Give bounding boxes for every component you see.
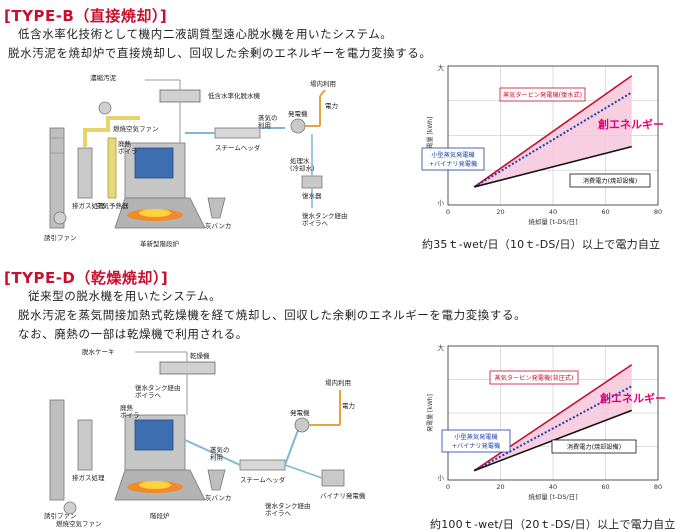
type-d-diagram: 脱水ケーキ 乾燥機 復水タンク経由ボイラへ 場内利用 電力 発電機 排ガス処理 … <box>44 347 366 528</box>
section-d-desc-3: なお、廃熱の一部は乾燥機で利用される。 <box>18 327 248 341</box>
label-induced-fan: 誘引ファン <box>44 511 77 520</box>
label-waste-heat-boiler: 廃熱ボイラ <box>120 403 140 419</box>
series-label-text-2-0: 消費電力(焼却設備) <box>583 177 637 185</box>
series-line-1 <box>473 385 633 472</box>
series-label-text-1-0: 小型蒸気発電機 <box>454 433 497 441</box>
label-incinerator: 階段炉 <box>150 511 170 520</box>
label-ash-bunker: 灰バンカ <box>205 221 231 230</box>
label-generator: 発電機 <box>290 408 310 417</box>
label-treated-water: 処理水(冷却水) <box>290 156 315 172</box>
series-label-2: 消費電力(焼却設備) <box>569 173 651 188</box>
x-tick-2: 40 <box>549 208 557 216</box>
series-label-0: 蒸気タービン発電機(背圧式) <box>489 370 579 385</box>
label-incinerator: 革新型階段炉 <box>140 239 180 248</box>
x-tick-0: 0 <box>446 483 450 491</box>
section-b-desc-1: 低含水率化技術として機内二液調質型遠心脱水機を用いたシステム。 <box>18 27 393 41</box>
label-power: 電力 <box>325 101 338 110</box>
annotation-energy: 創エネルギー <box>597 117 664 131</box>
section-d-caption: 約100ｔ-wet/日（20ｔ-DS/日）以上で電力自立 <box>430 518 676 531</box>
series-label-text-1-1: +バイナリ発電機 <box>452 442 500 450</box>
x-axis-label: 焼却量 [t-DS/日] <box>528 492 577 501</box>
x-tick-3: 60 <box>601 208 609 216</box>
y-axis-label: 発電量 [kWh] <box>426 394 434 432</box>
label-steam-use: 蒸気の利用 <box>210 445 230 461</box>
series-label-box-2 <box>569 173 651 188</box>
y-tick-top: 大 <box>438 343 445 352</box>
series-label-box-0 <box>499 87 586 102</box>
label-waste-heat-boiler: 廃熱ボイラ <box>118 139 138 155</box>
series-label-text-1-1: +バイナリ発電機 <box>429 160 477 168</box>
section-b-title: [TYPE-B（直接焼却）] <box>4 7 168 25</box>
x-tick-1: 20 <box>496 483 504 491</box>
series-line-0 <box>473 75 633 188</box>
series-label-text-2-0: 消費電力(焼却設備) <box>567 443 621 451</box>
y-tick-top: 大 <box>438 63 445 72</box>
label-drain-return: 復水タンク経由ボイラへ <box>135 383 181 399</box>
label-air-preheater: 空気予熱器 <box>96 201 129 210</box>
series-line-2 <box>474 145 632 188</box>
section-d-title: [TYPE-D（乾燥焼却）] <box>4 269 169 287</box>
x-tick-1: 20 <box>496 208 504 216</box>
plot-frame <box>447 345 659 481</box>
series-label-box-1 <box>421 147 485 171</box>
label-cake: 脱水ケーキ <box>82 347 115 356</box>
section-d-desc-1: 従来型の脱水機を用いたシステム。 <box>28 289 222 303</box>
label-steam-header: スチームヘッダ <box>215 143 261 152</box>
x-tick-3: 60 <box>601 483 609 491</box>
series-label-box-1 <box>441 429 511 453</box>
series-line-1 <box>473 91 633 188</box>
type-b-chart: 0 20 40 60 80 大小 発電量 [kWh] 焼却量 [t-DS/日] 蒸気タービン発電… <box>421 63 664 226</box>
section-b-desc-2: 脱水汚泥を焼却炉で直接焼却し、回収した余剰のエネルギーを電力変換する。 <box>8 46 432 60</box>
series-label-0: 蒸気タービン発電機(復水式) <box>499 87 586 102</box>
type-d-chart: 0 20 40 60 80 大小 発電量 [kWh] 焼却量 [t-DS/日] 蒸気タービン発電… <box>426 343 666 501</box>
series-label-box-2 <box>551 439 637 454</box>
label-drain-return: 復水タンク経由ボイラへ <box>302 211 348 227</box>
y-tick-bottom: 小 <box>438 473 445 482</box>
label-ash-bunker: 灰バンカ <box>205 493 231 502</box>
label-generator: 発電機 <box>288 109 308 118</box>
series-label-1: 小型蒸気発電機+バイナリ発電機 <box>421 147 485 171</box>
label-flue-gas: 排ガス処理 <box>72 201 105 210</box>
label-condenser: 復水器 <box>302 191 322 200</box>
label-drain-return2: 復水タンク経由ボイラへ <box>265 501 311 517</box>
label-flue-gas: 排ガス処理 <box>72 473 105 482</box>
series-line-0 <box>473 364 633 472</box>
y-axis-label: 発電量 [kWh] <box>426 117 434 155</box>
annotation-energy: 創エネルギー <box>599 391 666 405</box>
label-fan: 燃焼空気ファン <box>56 519 102 528</box>
x-tick-0: 0 <box>446 208 450 216</box>
label-power: 電力 <box>342 401 355 410</box>
series-label-2: 消費電力(焼却設備) <box>551 439 637 454</box>
label-plant-use: 場内利用 <box>325 378 351 387</box>
label-fan: 燃焼空気ファン <box>113 124 159 133</box>
x-tick-4: 80 <box>654 483 662 491</box>
label-steam-header: スチームヘッダ <box>240 475 286 484</box>
label-dewaterer: 低含水率化脱水機 <box>208 91 261 100</box>
x-tick-4: 80 <box>654 208 662 216</box>
series-label-box-0 <box>489 370 579 385</box>
label-dryer: 乾燥機 <box>190 351 210 360</box>
type-b-diagram: 濃縮汚泥 低含水率化脱水機 場内利用 電力 燃焼空気ファン 廃熱ボイラ スチーム… <box>44 73 348 248</box>
section-b-caption: 約35ｔ-wet/日（10ｔ-DS/日）以上で電力自立 <box>422 238 661 251</box>
x-axis-label: 焼却量 [t-DS/日] <box>528 217 577 226</box>
label-sludge: 濃縮汚泥 <box>90 73 117 82</box>
x-tick-2: 40 <box>549 483 557 491</box>
series-label-text-1-0: 小型蒸気発電機 <box>431 151 474 159</box>
series-label-text-0-0: 蒸気タービン発電機(復水式) <box>503 91 582 99</box>
section-d-desc-2: 脱水汚泥を蒸気間接加熱式乾燥機を経て焼却し、回収した余剰のエネルギーを電力変換す… <box>18 308 527 322</box>
series-label-text-0-0: 蒸気タービン発電機(背圧式) <box>494 374 573 382</box>
series-label-1: 小型蒸気発電機+バイナリ発電機 <box>441 429 511 453</box>
label-plant-use: 場内利用 <box>310 79 336 88</box>
y-tick-bottom: 小 <box>438 198 445 207</box>
label-induced-fan: 誘引ファン <box>44 233 77 242</box>
label-steam-use: 蒸気の利用 <box>258 113 278 129</box>
plot-frame <box>447 65 659 206</box>
label-binary: バイナリ発電機 <box>320 491 366 500</box>
